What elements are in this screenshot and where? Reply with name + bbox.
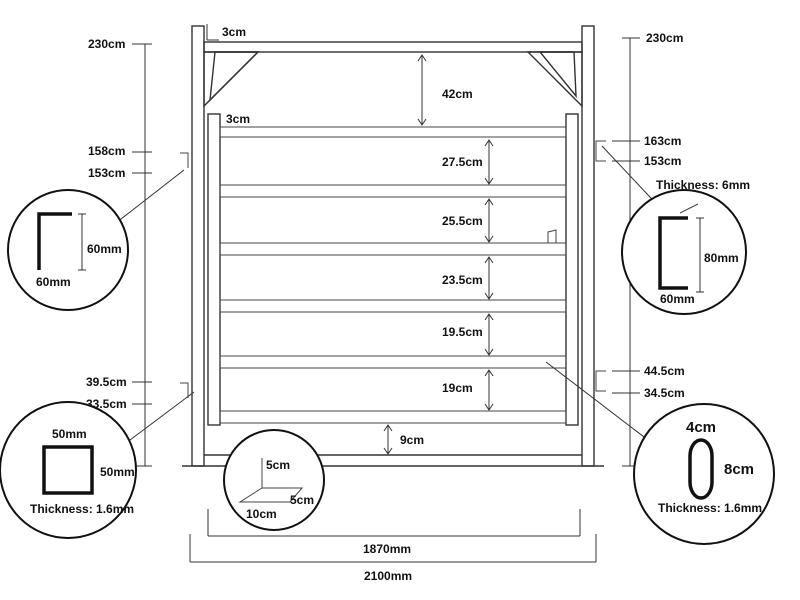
square-detail-circle xyxy=(0,401,137,539)
right-bracket-top-label: 163cm xyxy=(644,134,681,148)
leader-square xyxy=(129,391,195,441)
arrow-head xyxy=(484,256,494,264)
right-top-height-label: 230cm xyxy=(646,31,683,45)
gap-dimensions: 42cm 27.5cm 25.5cm 23.5cm 19.5cm 19cm 9c… xyxy=(383,54,494,455)
right-lower-top-label: 44.5cm xyxy=(644,364,685,378)
right-lower-bottom-label: 34.5cm xyxy=(644,386,685,400)
gate-left-stile xyxy=(207,113,221,426)
arrow-head xyxy=(417,118,427,126)
rail-gap-label-1: 27.5cm xyxy=(442,155,483,169)
angle-profile xyxy=(37,212,72,270)
channel-section-detail: Thickness: 6mm 80mm 60mm xyxy=(621,178,750,315)
left-bracket-top-label: 158cm xyxy=(88,144,125,158)
arrow-head xyxy=(484,348,494,356)
gate-rail xyxy=(219,299,567,313)
leader-oval xyxy=(545,361,649,441)
gate-rail xyxy=(219,184,567,198)
arrow-head xyxy=(484,235,494,243)
gate-rail xyxy=(219,410,567,424)
rail-gap-label-5: 19cm xyxy=(442,381,473,395)
left-corner-brace-inner xyxy=(209,51,260,102)
left-lower-bracket xyxy=(180,382,189,398)
gate-rail xyxy=(219,126,567,138)
bottom-gap-label: 9cm xyxy=(400,433,424,447)
square-width-label: 50mm xyxy=(52,427,87,441)
top-gap-label: 42cm xyxy=(442,87,473,101)
channel-height-label: 80mm xyxy=(704,251,739,265)
left-top-height-label: 230cm xyxy=(88,37,125,51)
foot-height-label: 5cm xyxy=(266,458,290,472)
right-height-scale: 230cm 163cm 153cm 44.5cm 34.5cm xyxy=(612,31,685,467)
square-tube-detail: 50mm 50mm Thickness: 1.6mm xyxy=(0,401,137,539)
square-tube-profile xyxy=(42,445,94,495)
oval-width-label: 4cm xyxy=(686,419,716,436)
left-bracket-bottom-label: 153cm xyxy=(88,166,125,180)
channel-detail-circle xyxy=(621,189,747,315)
inner-width-label: 1870mm xyxy=(363,542,411,556)
rail-gap-label-3: 23.5cm xyxy=(442,273,483,287)
foot-length-label: 10cm xyxy=(246,507,277,521)
angle-height-label: 60mm xyxy=(87,242,122,256)
gate-right-stile xyxy=(565,113,579,426)
right-corner-brace-inner xyxy=(538,51,577,99)
square-thickness-label: Thickness: 1.6mm xyxy=(30,502,134,516)
right-upper-bracket xyxy=(595,140,606,162)
arrow-head xyxy=(383,447,393,455)
right-bracket-bottom-label: 153cm xyxy=(644,154,681,168)
post-width-label: 3cm xyxy=(222,25,246,39)
arrow-head xyxy=(484,369,494,377)
gate-rail xyxy=(219,355,567,369)
outer-frame: 3cm xyxy=(182,24,604,467)
foot-detail-circle xyxy=(223,429,325,531)
arrow-head xyxy=(484,177,494,185)
oval-tube-profile xyxy=(688,438,714,500)
angle-section-detail: 60mm 60mm xyxy=(7,189,129,311)
gate-latch xyxy=(547,229,557,244)
left-height-scale: 230cm 158cm 153cm 39.5cm 33.5cm xyxy=(86,37,152,467)
overall-width-dimensions: 1870mm 2100mm xyxy=(189,509,597,583)
left-lower-top-label: 39.5cm xyxy=(86,375,127,389)
channel-profile xyxy=(658,216,688,290)
leader-angle xyxy=(111,169,185,227)
left-post xyxy=(191,25,205,467)
right-post xyxy=(581,25,595,467)
arrow-head xyxy=(484,139,494,147)
right-lower-bracket xyxy=(595,370,606,392)
arrow-head xyxy=(383,424,393,432)
gate-stile-width-label: 3cm xyxy=(226,112,250,126)
arrow-head xyxy=(484,198,494,206)
angle-width-label: 60mm xyxy=(36,275,71,289)
foot-plate-profile xyxy=(238,458,304,503)
top-beam xyxy=(203,41,583,53)
leader-lines xyxy=(111,145,665,441)
arrow-head xyxy=(484,403,494,411)
channel-lip xyxy=(679,203,699,214)
left-upper-bracket xyxy=(180,152,189,168)
channel-thickness-label: Thickness: 6mm xyxy=(656,178,750,192)
arrow-head xyxy=(417,54,427,62)
oval-thickness-label: Thickness: 1.6mm xyxy=(658,501,762,515)
oval-height-label: 8cm xyxy=(724,461,754,478)
gate: 3cm xyxy=(207,112,579,426)
foot-offset-label: 5cm xyxy=(290,493,314,507)
square-height-label: 50mm xyxy=(100,465,135,479)
oval-tube-detail: 4cm 8cm Thickness: 1.6mm xyxy=(633,403,775,545)
outer-width-label: 2100mm xyxy=(364,569,412,583)
gate-rail xyxy=(219,242,567,256)
channel-width-label: 60mm xyxy=(660,292,695,306)
oval-detail-circle xyxy=(633,403,775,545)
arrow-head xyxy=(484,313,494,321)
rail-gap-label-4: 19.5cm xyxy=(442,325,483,339)
foot-plate-detail: 5cm 5cm 10cm xyxy=(223,429,325,531)
post-brackets xyxy=(180,140,606,398)
arrow-head xyxy=(484,292,494,300)
rail-gap-label-2: 25.5cm xyxy=(442,214,483,228)
